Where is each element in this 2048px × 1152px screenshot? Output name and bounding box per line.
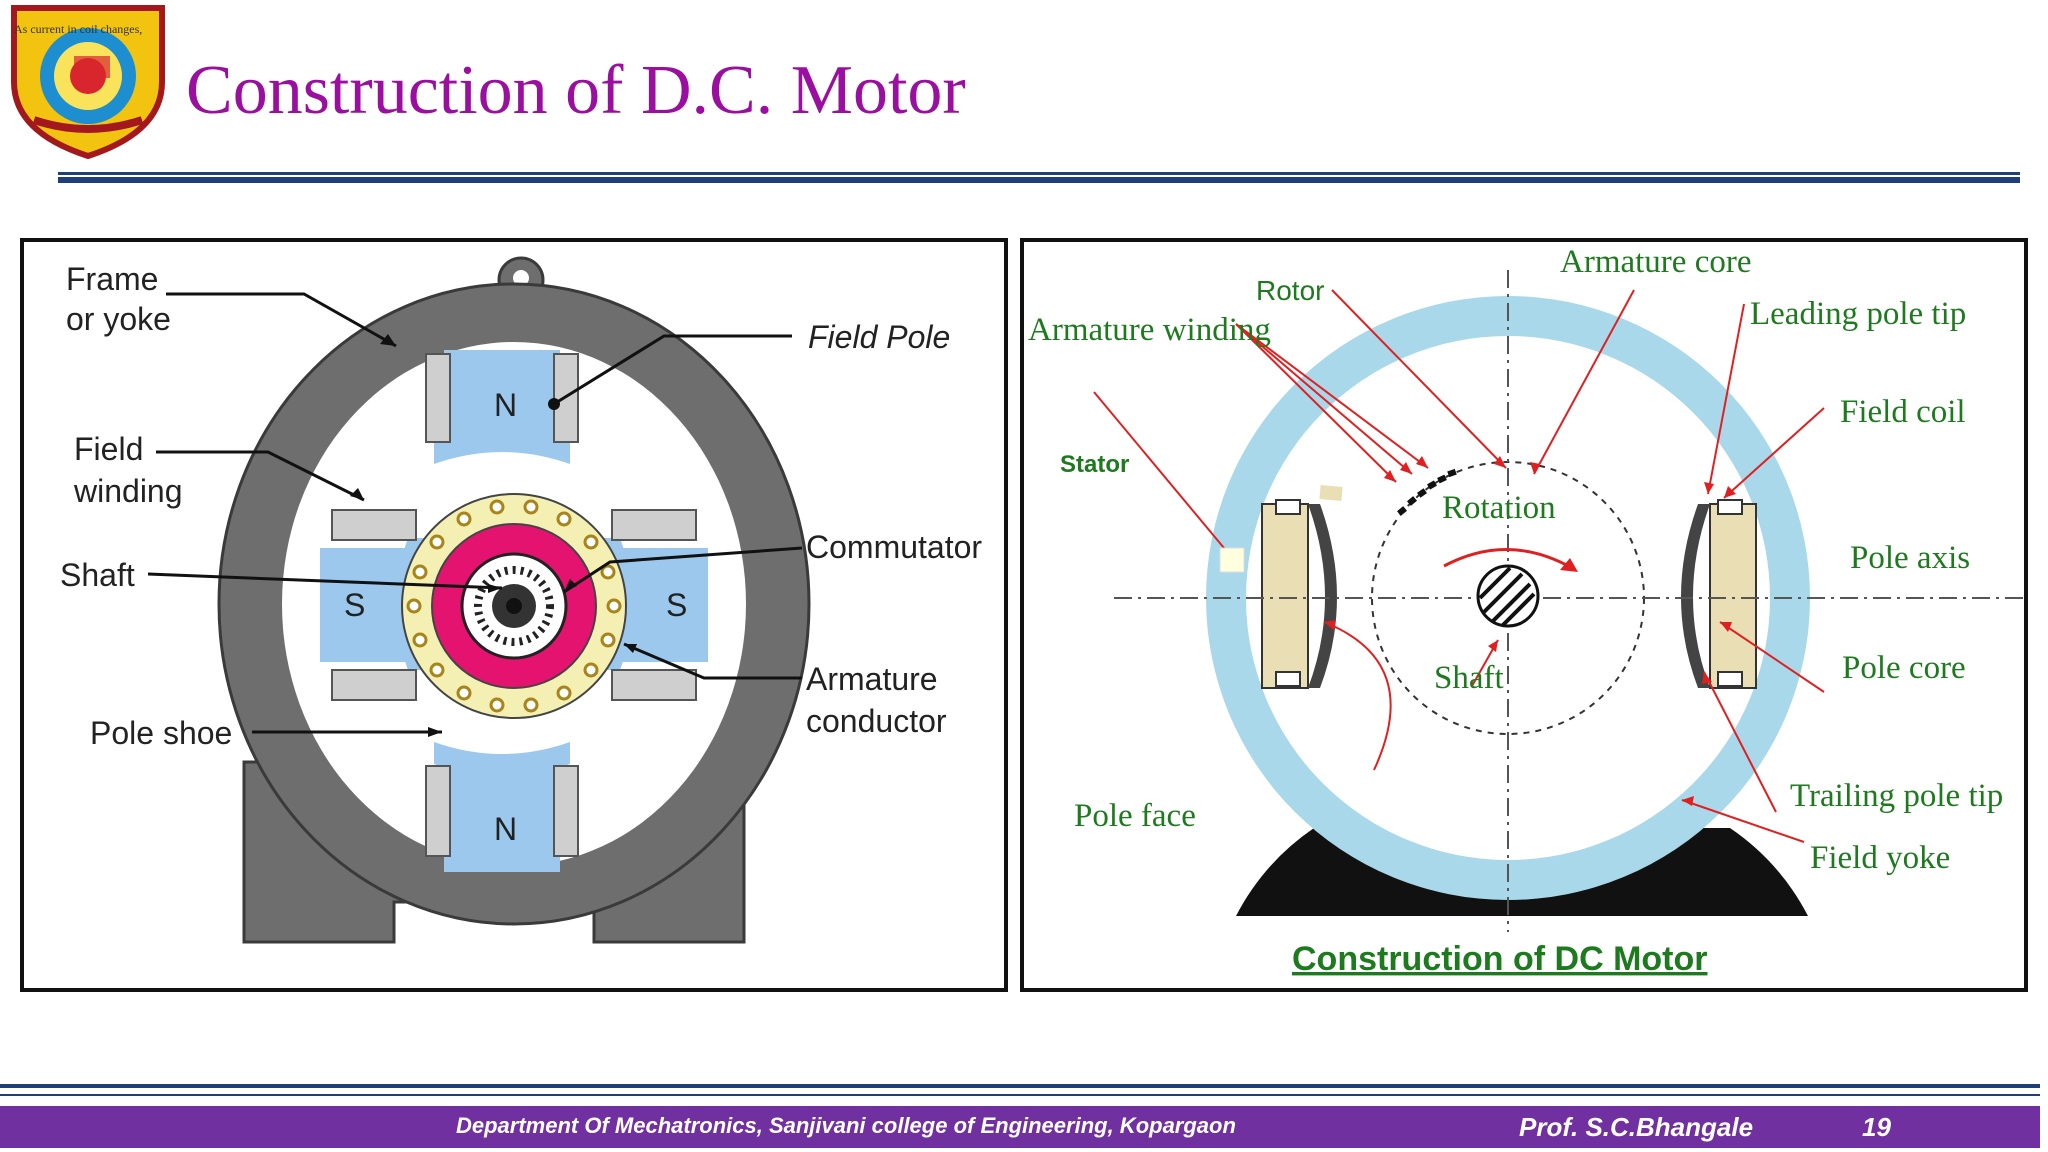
college-logo	[4, 2, 172, 160]
pole-label-s-left: S	[344, 587, 365, 623]
label-pole-axis: Pole axis	[1850, 540, 1970, 576]
footer-rule	[0, 1084, 2040, 1088]
label-field-coil: Field coil	[1840, 394, 1966, 430]
label-frame-line2: or yoke	[66, 301, 171, 337]
label-armature-winding: Armature winding	[1028, 312, 1271, 348]
pole-core-right	[1709, 503, 1757, 689]
label-trailing-pole-tip: Trailing pole tip	[1790, 778, 2003, 814]
dc-motor-cross-section-diagram: N N S S Frame or yoke Field winding Shaf	[20, 238, 1008, 992]
label-armature: Armature	[806, 661, 938, 697]
label-stator: Stator	[1060, 451, 1129, 478]
label-armature-core: Armature core	[1560, 244, 1751, 280]
slide-title: Construction of D.C. Motor	[186, 52, 966, 129]
label-field-winding: Field	[74, 431, 143, 467]
armature-winding-marks	[1397, 468, 1457, 516]
diagram-caption: Construction of DC Motor	[1292, 940, 1708, 978]
armature-conductors	[406, 499, 622, 713]
footer-professor: Prof. S.C.Bhangale	[1519, 1112, 1754, 1142]
logo-stray-text: As current in coil changes,	[14, 22, 143, 36]
page-number: 19	[1862, 1112, 1891, 1142]
dc-motor-construction-diagram: Armature core Rotor Armature winding Lea…	[1020, 238, 2028, 992]
pole-label-n-top: N	[494, 387, 517, 423]
label-field-pole: Field Pole	[808, 319, 950, 355]
header-rule	[58, 172, 2020, 175]
label-leading-pole-tip: Leading pole tip	[1750, 296, 1966, 332]
label-commutator: Commutator	[806, 529, 982, 565]
label-pole-face: Pole face	[1074, 798, 1196, 834]
footer-bar	[0, 1106, 2040, 1148]
label-shaft: Shaft	[60, 557, 135, 593]
label-pole-core: Pole core	[1842, 650, 1966, 686]
pole-core-left	[1261, 503, 1309, 689]
rotation-arrow	[1443, 548, 1573, 570]
footer-rule-thin	[0, 1094, 2040, 1096]
label-pole-shoe: Pole shoe	[90, 715, 232, 751]
footer-department: Department Of Mechatronics, Sanjivani co…	[456, 1113, 1236, 1138]
field-pole-bottom	[444, 762, 560, 872]
header-rule-thick	[58, 177, 2020, 183]
label-field-yoke: Field yoke	[1810, 840, 1950, 876]
pole-label-s-right: S	[666, 587, 687, 623]
label-frame: Frame	[66, 261, 158, 297]
label-field-winding-line2: winding	[73, 473, 183, 509]
label-armature-line2: conductor	[806, 703, 947, 739]
pole-label-n-bottom: N	[494, 811, 517, 847]
label-rotation: Rotation	[1442, 490, 1556, 526]
label-rotor: Rotor	[1256, 275, 1324, 306]
label-shaft: Shaft	[1434, 660, 1504, 696]
shaft	[1476, 564, 1540, 628]
